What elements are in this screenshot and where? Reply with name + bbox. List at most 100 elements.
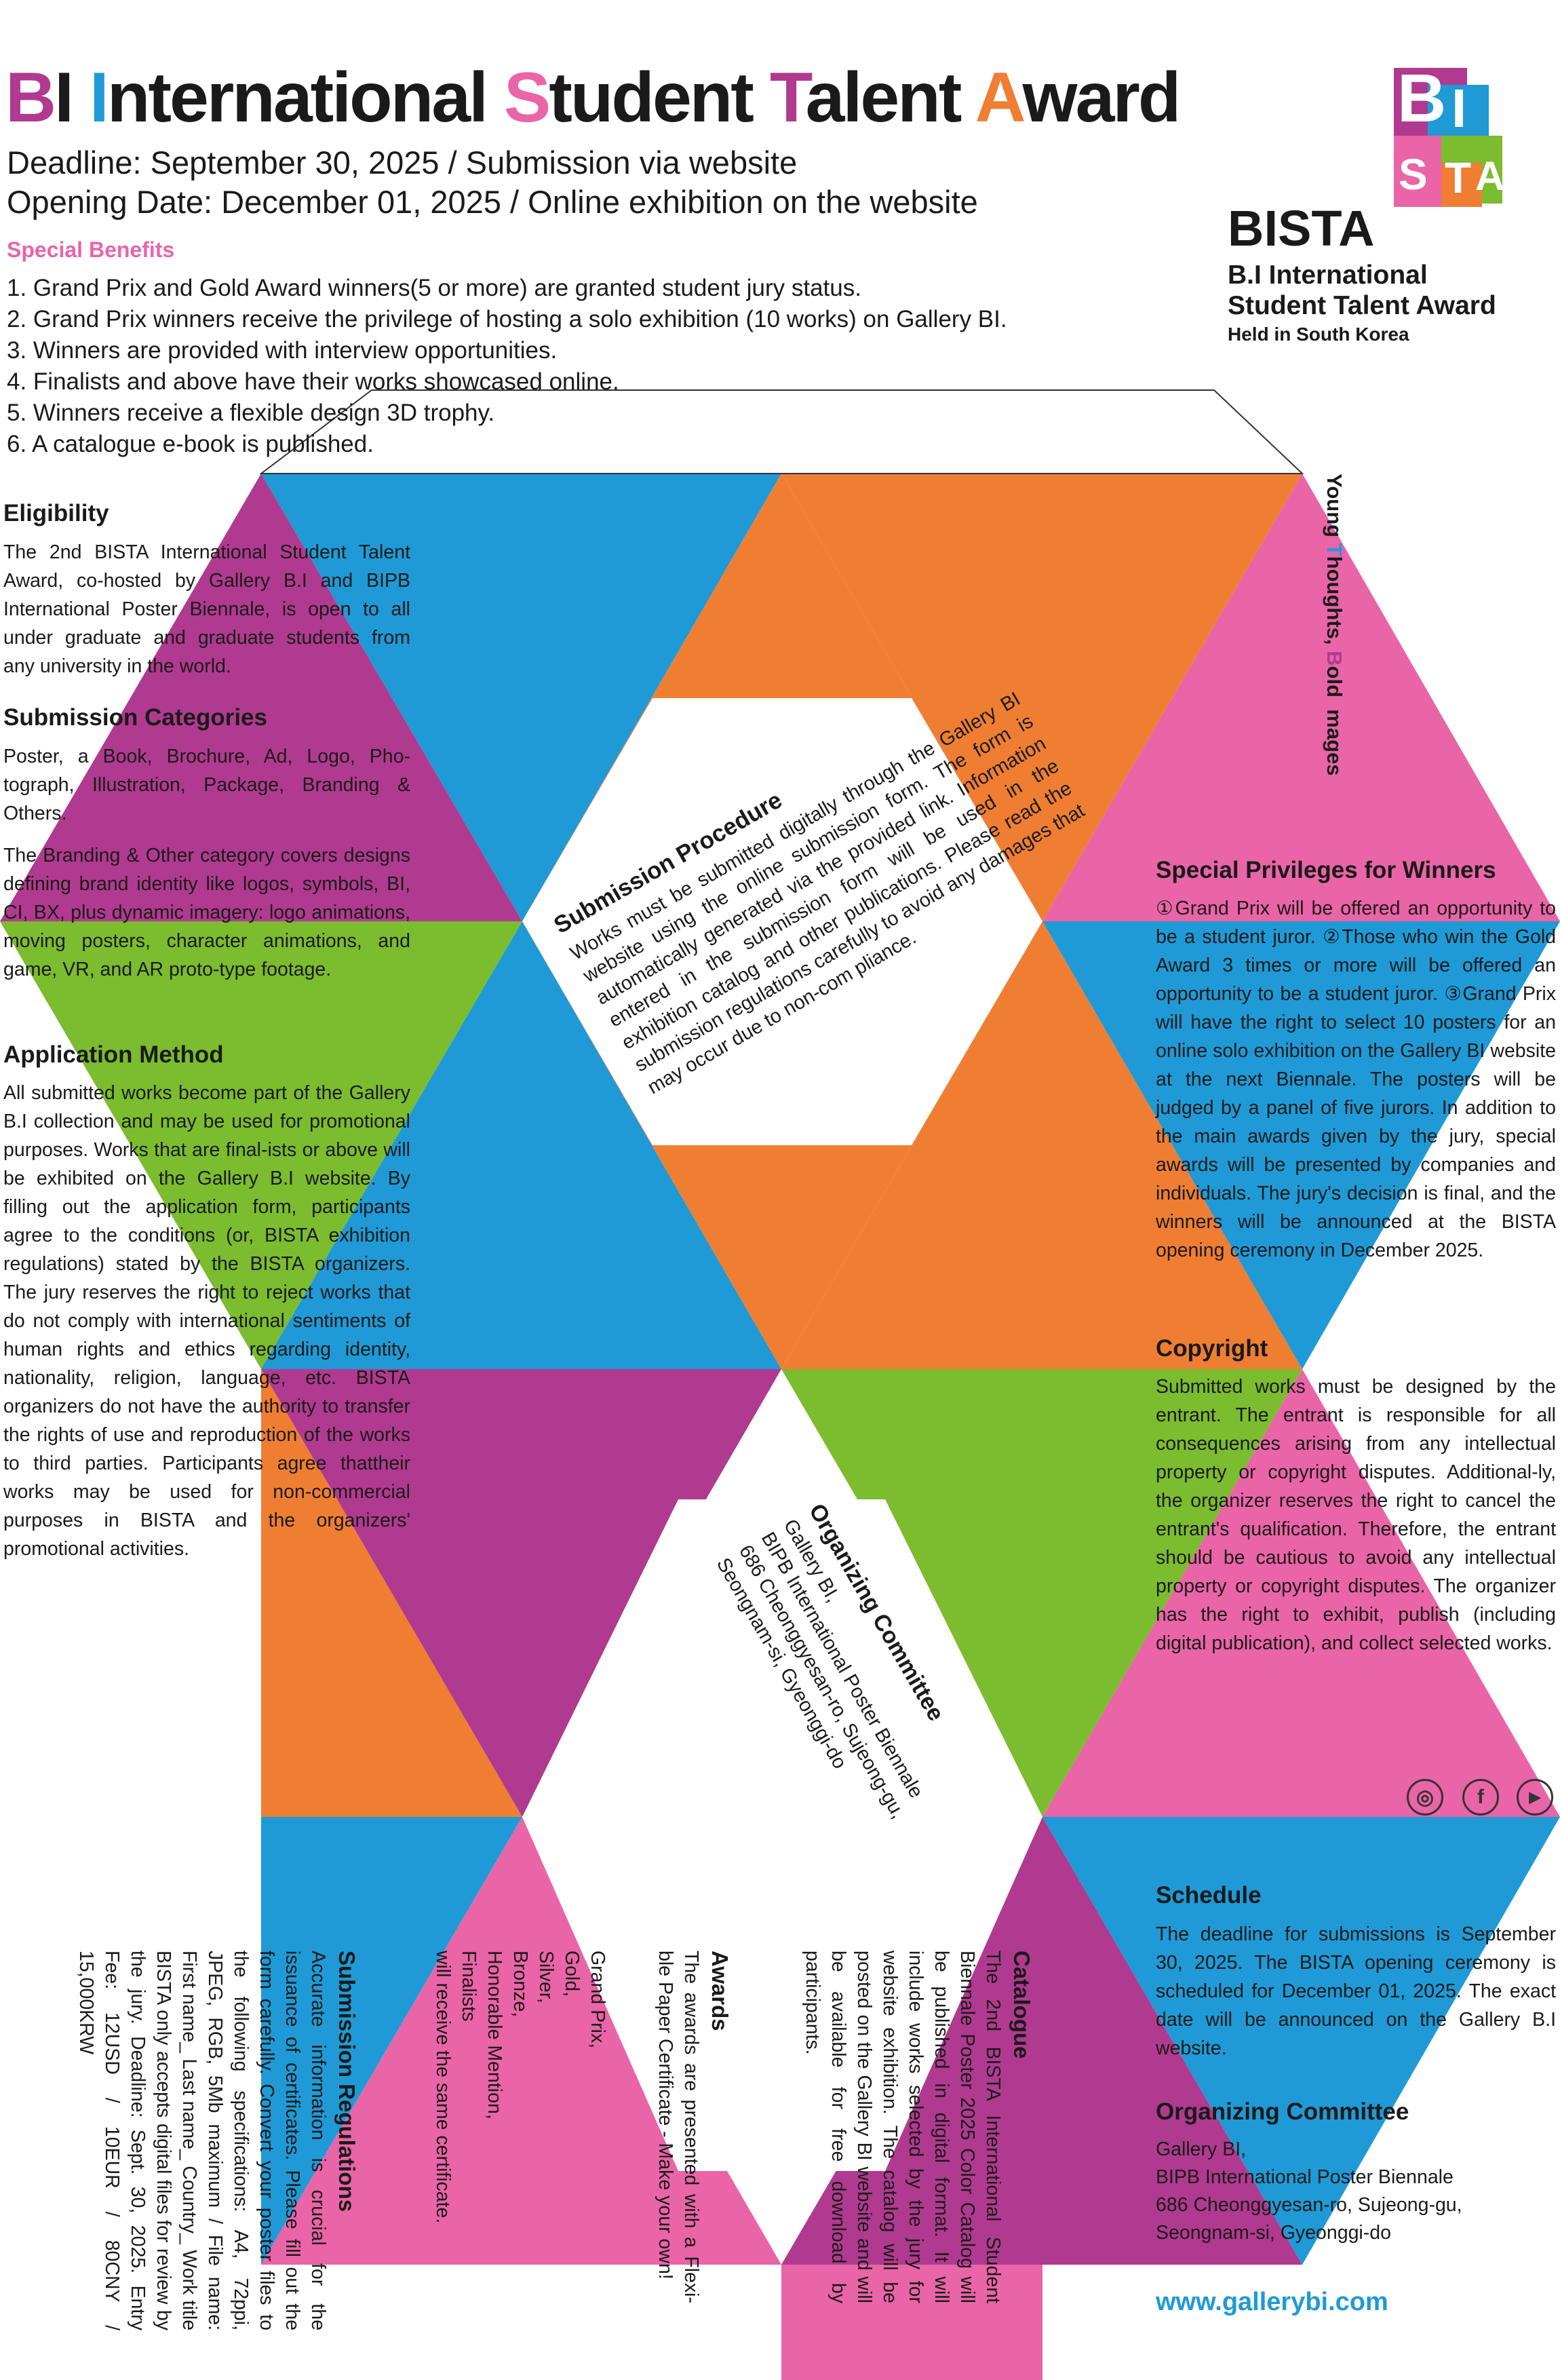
prize-line: Finalists — [458, 1951, 480, 2022]
catalogue-heading: Catalogue — [1009, 1951, 1034, 2059]
bg-tri-blue-2 — [261, 921, 781, 1369]
prize-line: Silver, — [535, 1951, 557, 2003]
regulations-heading: Submission Regulations — [334, 1951, 359, 2212]
title-letter-i: I — [89, 58, 109, 137]
bg-tri-pink-4 — [781, 2265, 1042, 2380]
awards-heading: Awards — [707, 1951, 733, 2031]
bista-logo-mark — [1394, 68, 1502, 207]
bg-white-hexagon-top — [522, 698, 1042, 1145]
deadline-line: Deadline: September 30, 2025 / Submissio… — [7, 145, 798, 180]
prize-line: Honorable Mention, — [484, 1951, 505, 2119]
bg-tri-orange-1 — [781, 474, 1302, 921]
eligibility-heading: Eligibility — [3, 500, 109, 526]
logo-name: BISTA — [1228, 200, 1375, 256]
tagline-part: mages — [1323, 709, 1346, 776]
bg-tri-orange-5 — [261, 1369, 522, 1817]
prize-line: Gold, — [561, 1951, 583, 1997]
prize-line: Bronze, — [509, 1951, 531, 2018]
title-part: tudent — [549, 58, 770, 137]
bg-tri-magenta-3 — [781, 1817, 1302, 2265]
bg-tri-blue-3 — [1042, 921, 1560, 1369]
application-heading: Application Method — [3, 1041, 224, 1068]
title-letter-b: B — [5, 58, 56, 137]
prize-list: Grand Prix, Gold, Silver, Bronze, Honora… — [430, 1951, 610, 2303]
organizing-right-line: Seongnam-si, Gyeonggi-do — [1156, 2222, 1391, 2244]
logo-mark-letter-i: I — [1451, 78, 1467, 138]
bg-tri-pink-3 — [261, 1817, 781, 2265]
privileges-paragraph: ①Grand Prix will be offered an opportuni… — [1156, 898, 1556, 1261]
awards: Awards The awards are presented with a F… — [652, 1951, 733, 2303]
bg-tri-blue-5 — [1042, 1817, 1560, 2265]
copyright-text: Submitted works must be designed by the … — [1156, 1373, 1556, 1671]
eligibility-paragraph: The 2nd BISTA International Student Tale… — [3, 541, 410, 677]
bg-tri-green-2 — [781, 1369, 1302, 1817]
organizing-right-address: Gallery BI, BIPB International Poster Bi… — [1156, 2136, 1462, 2247]
schedule-paragraph: The deadline for submissions is Septembe… — [1156, 1923, 1556, 2059]
opening-line: Opening Date: December 01, 2025 / Online… — [7, 184, 978, 220]
bg-tri-pink-1 — [1042, 474, 1560, 921]
categories-text: Poster, a Book, Brochure, Ad, Logo, Pho-… — [3, 742, 410, 997]
privileges-heading: Special Privileges for Winners — [1156, 857, 1496, 883]
application-text: All submitted works become part of the G… — [3, 1079, 410, 1577]
application-paragraph: All submitted works become part of the G… — [3, 1082, 410, 1560]
categories-heading: Submission Categories — [3, 704, 267, 731]
title-part: alent — [805, 58, 975, 137]
title-part: I — [54, 58, 90, 137]
organizing-right-heading: Organizing Committee — [1156, 2098, 1409, 2125]
title-part: nternational — [106, 58, 504, 137]
categories-paragraph: Poster, a Book, Brochure, Ad, Logo, Pho-… — [3, 746, 410, 824]
benefit-item: 6. A catalogue e-book is published. — [7, 431, 374, 457]
tagline: Young Thoughts, Bold Images — [1322, 474, 1346, 776]
website-link[interactable]: www.gallerybi.com — [1156, 2288, 1388, 2316]
eligibility-text: The 2nd BISTA International Student Tale… — [3, 538, 410, 694]
awards-text: The awards are presented with a Flexi-bl… — [655, 1951, 702, 2303]
catalogue-text: The 2nd BISTA International Student Bien… — [802, 1951, 1004, 2303]
benefit-item: 3. Winners are provided with interview o… — [7, 337, 558, 364]
tagline-letter: T — [1323, 543, 1346, 556]
organizing-right-line: 686 Cheonggyesan-ro, Sujeong-gu, — [1156, 2194, 1462, 2216]
bg-tri-pink-2 — [1042, 1369, 1560, 1817]
categories-paragraph: The Branding & Other category covers des… — [3, 845, 410, 980]
organizing-right-line: Gallery BI, — [1156, 2138, 1247, 2160]
bg-white-parallelogram — [259, 389, 1304, 474]
schedule-heading: Schedule — [1156, 1882, 1262, 1908]
title-letter-a: A — [975, 58, 1024, 137]
privileges-text: ①Grand Prix will be offered an opportuni… — [1156, 894, 1556, 1278]
organizing-right-line: BIPB International Poster Biennale — [1156, 2166, 1454, 2188]
page-title: BI International Student Talent Award — [5, 62, 1181, 133]
benefits-heading: Special Benefits — [7, 237, 175, 262]
logo-location: Held in South Korea — [1228, 324, 1409, 345]
youtube-icon[interactable]: ▶ — [1517, 1779, 1553, 1816]
benefits-list: 1. Grand Prix and Gold Award winners(5 o… — [7, 273, 1007, 460]
bg-tri-magenta-1 — [0, 474, 522, 921]
bg-tri-magenta-2 — [261, 1369, 781, 1817]
logo-mark-letter-s: S — [1399, 150, 1428, 199]
benefit-item: 4. Finalists and above have their works … — [7, 368, 619, 395]
tagline-letter: I — [1323, 703, 1346, 710]
bg-white-hexagon-bottom — [522, 1499, 1042, 2171]
logo-mark-letter-a: A — [1475, 153, 1505, 199]
benefit-item: 2. Grand Prix winners receive the privil… — [7, 306, 1007, 332]
logo-subtitle-line: Student Talent Award — [1228, 291, 1496, 320]
instagram-icon[interactable]: ◎ — [1407, 1779, 1443, 1816]
logo-block-orange — [1441, 163, 1482, 207]
copyright-paragraph: Submitted works must be designed by the … — [1156, 1376, 1556, 1654]
logo-block-pink — [1394, 136, 1441, 207]
benefit-item: 1. Grand Prix and Gold Award winners(5 o… — [7, 275, 861, 301]
logo-mark-letter-t: T — [1445, 153, 1472, 202]
title-letter-s: S — [503, 58, 551, 137]
facebook-icon[interactable]: f — [1462, 1779, 1499, 1816]
tagline-letter: B — [1323, 651, 1346, 666]
catalogue: Catalogue The 2nd BISTA International St… — [800, 1951, 1034, 2303]
bg-tri-blue-1 — [261, 474, 781, 921]
submission-regulations: Submission Regulations Accurate informat… — [73, 1951, 359, 2330]
title-part: ward — [1022, 58, 1182, 137]
benefit-item: 5. Winners receive a flexible design 3D … — [7, 400, 495, 426]
tagline-part: old — [1323, 666, 1346, 704]
title-letter-t: T — [769, 58, 808, 137]
prize-line: will receive the same certificate. — [432, 1951, 454, 2224]
schedule-text: The deadline for submissions is Septembe… — [1156, 1920, 1556, 2076]
tagline-part: Young — [1323, 474, 1346, 543]
